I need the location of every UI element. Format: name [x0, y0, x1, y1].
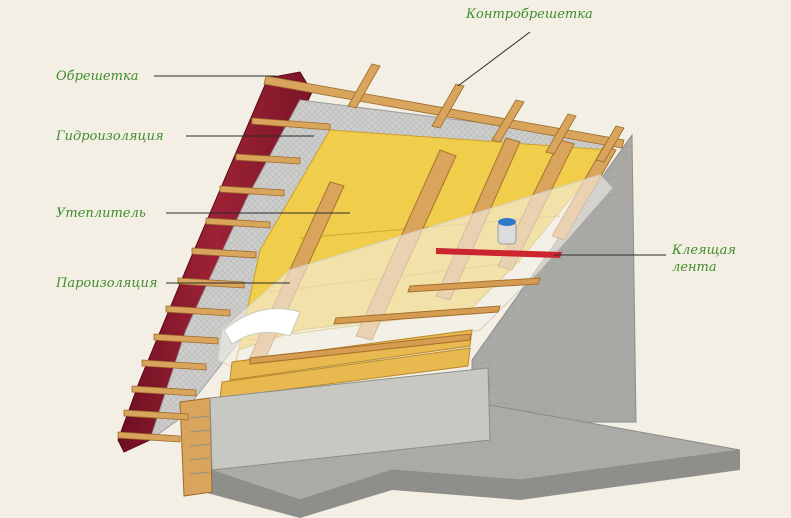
label-adhesive-tape-line2: лента [672, 260, 717, 275]
label-vapor-barrier: Пароизоляция [56, 276, 158, 291]
label-waterproofing: Гидроизоляция [56, 129, 164, 144]
label-battens: Обрешетка [56, 69, 139, 84]
label-counter-batten: Контробрешетка [466, 7, 593, 22]
vapor-barrier-curl [223, 308, 301, 345]
adhesive-tape [436, 248, 562, 258]
leader-lines [154, 31, 666, 284]
lining-battens [249, 277, 541, 365]
counter-battens [347, 63, 625, 163]
label-insulation: Утеплитель [56, 206, 146, 221]
floor-slab-edge [196, 450, 740, 518]
vent-pipe [497, 218, 517, 245]
label-adhesive-tape-line1: Клеящая [672, 243, 737, 258]
label-adhesive-tape: Клеящая лента [672, 242, 752, 276]
eave-wall [179, 367, 491, 497]
